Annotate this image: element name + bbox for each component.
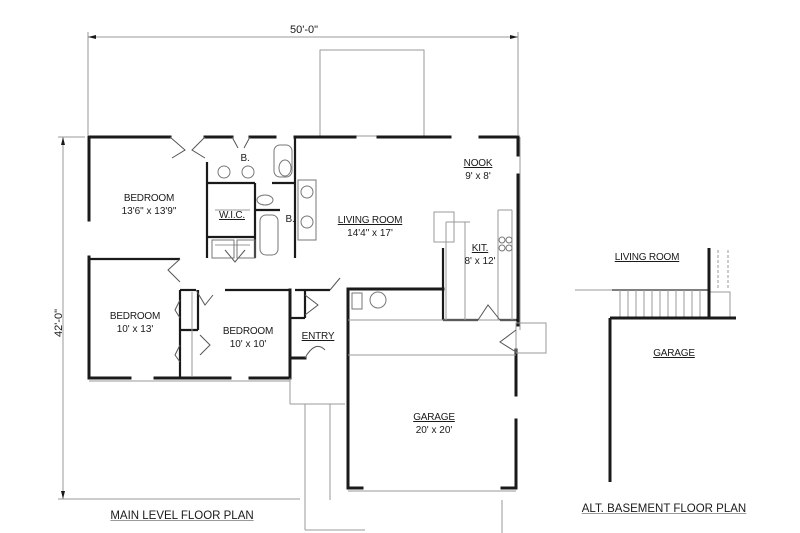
room-size: 13'6" x 13'9" — [121, 205, 177, 217]
width-dimension-line — [87, 32, 519, 135]
exterior-walls — [87, 135, 520, 490]
room-label-master-bedroom: BEDROOM 13'6" x 13'9" — [122, 188, 177, 217]
detail-lines — [89, 137, 547, 533]
depth-dimension-label: 42'-0" — [52, 308, 65, 338]
room-label-bath-2: B. — [285, 214, 295, 225]
room-label-kitchen: KIT. 8' x 12' — [464, 243, 496, 267]
alt-room-label-garage: GARAGE — [653, 348, 695, 359]
bathroom-fixtures — [211, 144, 513, 310]
room-label-garage: GARAGE 20' x 20' — [413, 412, 455, 436]
room-label-entry: ENTRY — [301, 331, 335, 342]
width-dimension-label: 50'-0" — [289, 24, 319, 36]
room-label-wic: W.I.C. — [218, 210, 246, 221]
alt-room-label-living-room: LIVING ROOM — [614, 252, 680, 263]
room-label-living-room: LIVING ROOM 14'4" x 17' — [337, 215, 403, 239]
depth-dimension-line — [58, 136, 300, 500]
alt-basement-drawing — [575, 248, 736, 482]
room-label-bath-1: B. — [240, 153, 250, 164]
door-swings — [167, 136, 517, 363]
room-label-nook: NOOK 9' x 8' — [463, 158, 493, 182]
room-label-bedroom-2: BEDROOM 10' x 13' — [109, 311, 161, 335]
main-plan-title: MAIN LEVEL FLOOR PLAN — [110, 510, 254, 522]
room-name: BEDROOM — [123, 193, 175, 204]
rear-patio-outline — [319, 49, 425, 137]
alt-plan-title: ALT. BASEMENT FLOOR PLAN — [581, 503, 747, 515]
room-label-bedroom-3: BEDROOM 10' x 10' — [222, 326, 274, 350]
